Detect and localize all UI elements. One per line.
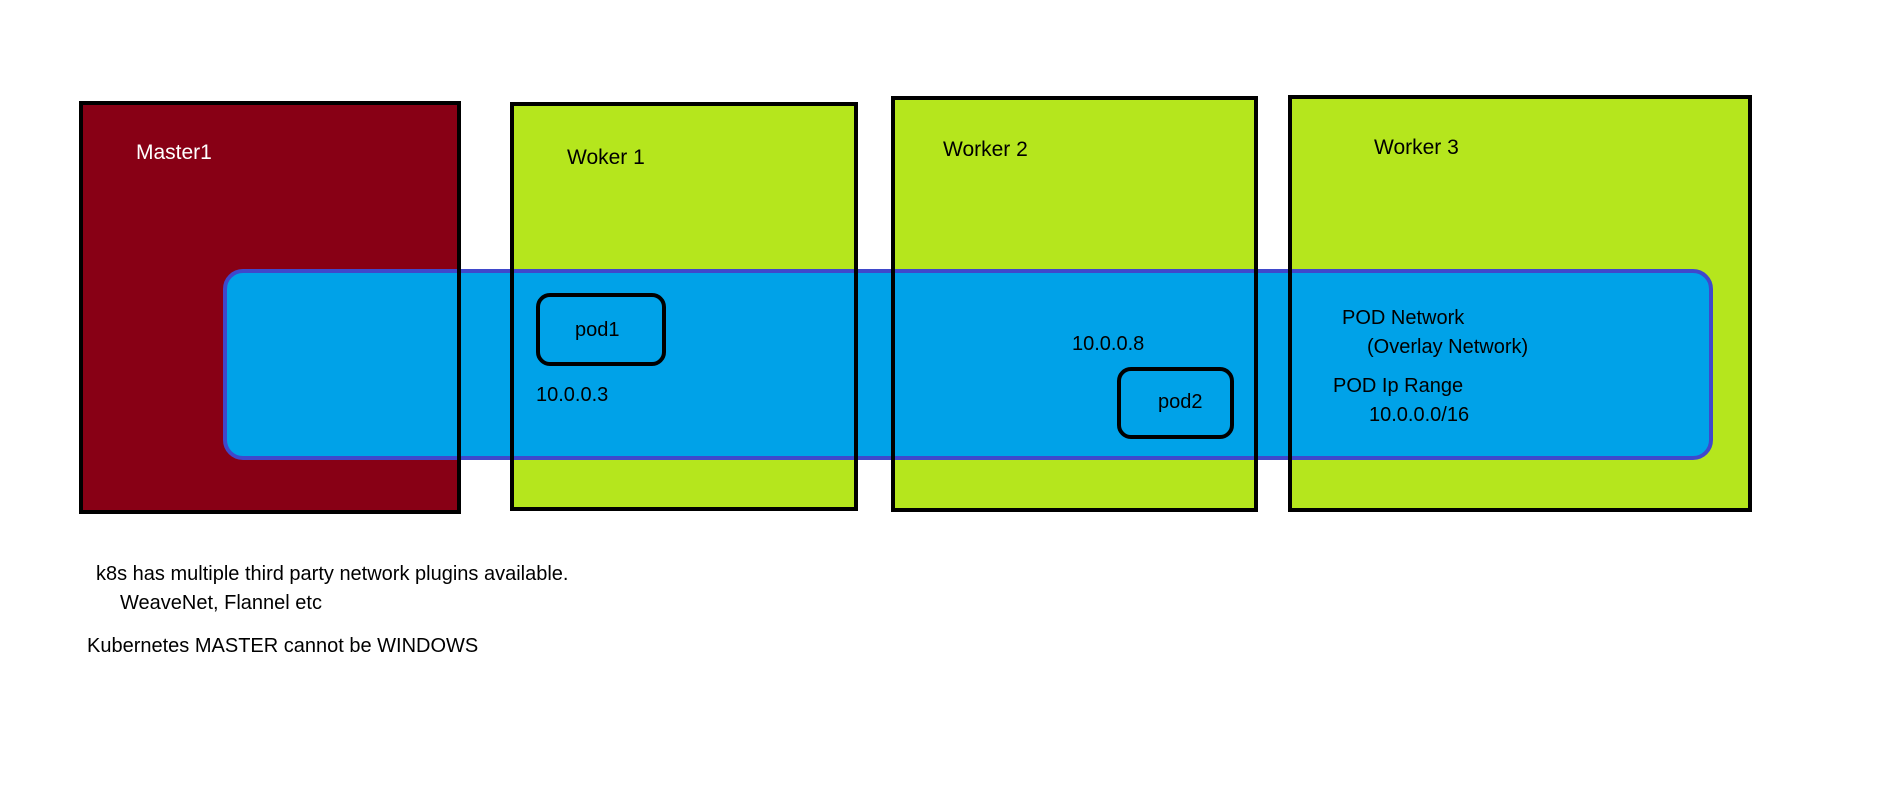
pod2-ip: 10.0.0.8 — [1072, 333, 1145, 355]
worker2-left-border-line — [891, 269, 895, 460]
note-network-plugins: k8s has multiple third party network plu… — [96, 563, 569, 585]
pod1-ip: 10.0.0.3 — [536, 384, 609, 406]
pod-network-title: POD Network — [1342, 307, 1465, 329]
worker1-right-border-line — [854, 269, 858, 460]
pod1-box — [536, 293, 666, 366]
worker1-node-label: Woker 1 — [567, 146, 645, 169]
note-plugin-examples: WeaveNet, Flannel etc — [120, 592, 322, 614]
master-border-line — [457, 269, 461, 460]
pod-ip-range-title: POD Ip Range — [1333, 375, 1464, 397]
pod1-label: pod1 — [575, 319, 620, 341]
worker3-left-border-line — [1288, 269, 1292, 460]
master-node-label: Master1 — [136, 141, 212, 164]
note-master-windows: Kubernetes MASTER cannot be WINDOWS — [87, 635, 479, 657]
pod2-box — [1117, 367, 1234, 439]
worker3-node-label: Worker 3 — [1374, 136, 1459, 159]
pod-ip-range-value: 10.0.0.0/16 — [1369, 404, 1470, 426]
worker2-right-border-line — [1254, 269, 1258, 460]
worker1-left-border-line — [510, 269, 514, 460]
pod-network-overlay — [223, 269, 1713, 460]
pod-network-subtitle: (Overlay Network) — [1367, 336, 1529, 358]
pod2-label: pod2 — [1158, 391, 1203, 413]
worker2-node-label: Worker 2 — [943, 138, 1028, 161]
